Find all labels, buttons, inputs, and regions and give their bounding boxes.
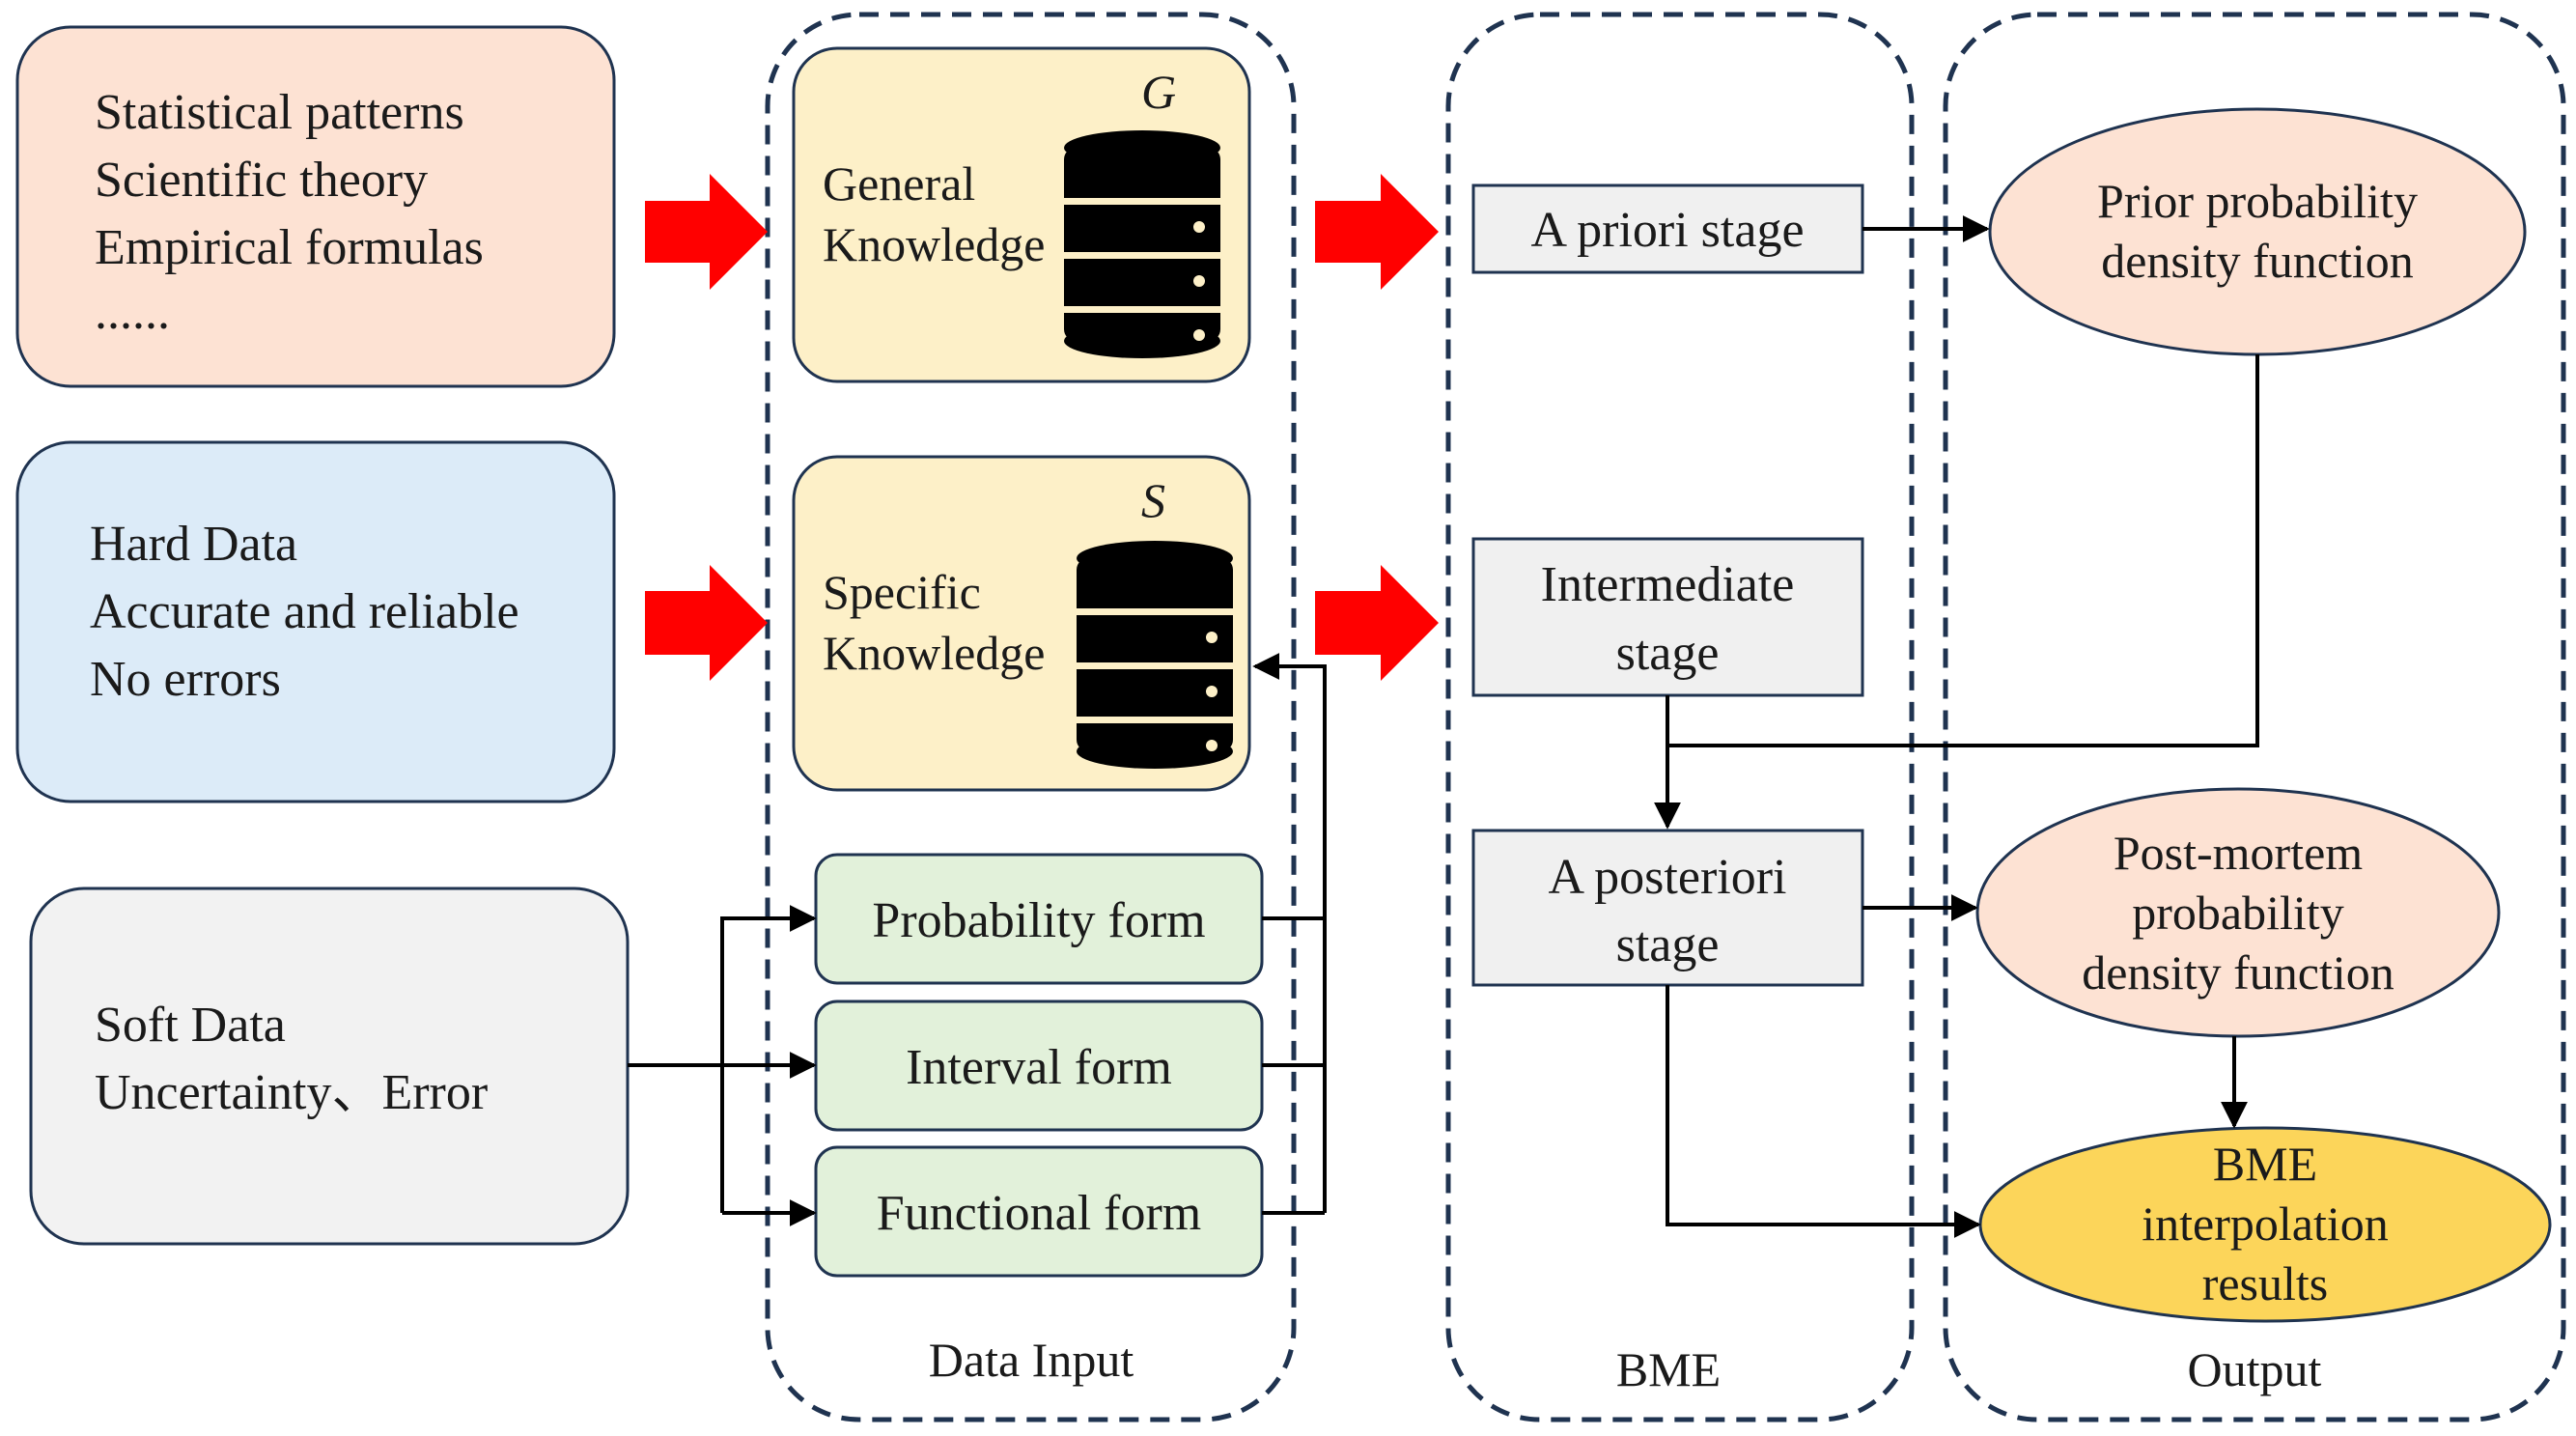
specific-knowledge-label: Knowledge xyxy=(823,626,1046,680)
connector xyxy=(720,905,817,1213)
general-source-line: Scientific theory xyxy=(95,153,428,208)
soft-data-box: Soft Data Uncertainty、Error xyxy=(29,887,630,1246)
block-arrow xyxy=(1315,565,1439,681)
prior-pdf-ellipse: Prior probability density function xyxy=(1988,107,2527,356)
bme-result-label: BME xyxy=(2213,1137,2317,1191)
connector xyxy=(1666,985,1981,1238)
general-source-line: Statistical patterns xyxy=(95,85,464,140)
probability-form-label: Probability form xyxy=(872,893,1205,948)
output-label: Output xyxy=(2188,1342,2322,1396)
prior-pdf-label: density function xyxy=(2101,234,2414,288)
specific-knowledge-box: Specific Knowledge S xyxy=(792,455,1251,792)
soft-data-line: Soft Data xyxy=(95,998,286,1053)
bme-result-ellipse: BME interpolation results xyxy=(1978,1126,2552,1323)
block-arrow xyxy=(645,565,768,681)
hard-data-line: Accurate and reliable xyxy=(90,584,519,639)
specific-knowledge-label: Specific xyxy=(823,565,981,619)
data-input-frame xyxy=(765,12,1297,1422)
functional-form-label: Functional form xyxy=(877,1186,1202,1241)
a-priori-stage-label: A priori stage xyxy=(1530,203,1804,258)
prior-pdf-label: Prior probability xyxy=(2097,174,2418,228)
general-knowledge-box: General Knowledge G xyxy=(792,46,1251,383)
hard-data-box: Hard Data Accurate and reliable No error… xyxy=(15,440,616,803)
specific-knowledge-symbol: S xyxy=(1141,473,1165,527)
interval-form-box: Interval form xyxy=(814,1000,1264,1132)
functional-form-box: Functional form xyxy=(814,1145,1264,1278)
a-posteriori-stage-box: A posteriori stage xyxy=(1471,829,1864,987)
connectors xyxy=(628,215,2259,1238)
block-arrow xyxy=(1315,174,1439,290)
a-posteriori-stage-label: A posteriori xyxy=(1549,850,1787,905)
intermediate-stage-label: Intermediate xyxy=(1541,557,1795,612)
posterior-pdf-label: density function xyxy=(2082,945,2394,1000)
soft-data-line: Uncertainty、Error xyxy=(95,1065,488,1120)
general-source-box: Statistical patterns Scientific theory E… xyxy=(15,25,616,388)
general-knowledge-symbol: G xyxy=(1141,65,1176,119)
posterior-pdf-label: probability xyxy=(2132,886,2343,940)
hard-data-line: Hard Data xyxy=(90,517,297,572)
bme-result-label: interpolation xyxy=(2142,1197,2389,1251)
posterior-pdf-label: Post-mortem xyxy=(2114,826,2363,880)
connector xyxy=(1252,653,1327,1213)
intermediate-stage-label: stage xyxy=(1616,626,1720,681)
general-source-line: Empirical formulas xyxy=(95,220,484,275)
interval-form-label: Interval form xyxy=(906,1040,1172,1095)
output-frame xyxy=(1943,12,2566,1422)
block-arrow xyxy=(645,174,768,290)
bme-label: BME xyxy=(1616,1342,1721,1396)
general-knowledge-label: General xyxy=(823,156,975,211)
general-source-line: ...... xyxy=(95,285,170,340)
database-icon xyxy=(1077,541,1233,769)
bme-frame xyxy=(1445,12,1915,1422)
general-knowledge-label: Knowledge xyxy=(823,217,1046,271)
intermediate-stage-box: Intermediate stage xyxy=(1471,537,1864,697)
posterior-pdf-ellipse: Post-mortem probability density function xyxy=(1975,787,2501,1038)
hard-data-line: No errors xyxy=(90,652,281,707)
data-input-label: Data Input xyxy=(929,1333,1134,1387)
probability-form-box: Probability form xyxy=(814,853,1264,985)
database-icon xyxy=(1064,130,1220,358)
a-posteriori-stage-label: stage xyxy=(1616,917,1720,972)
connector xyxy=(1667,354,2259,747)
bme-result-label: results xyxy=(2202,1256,2329,1310)
a-priori-stage-box: A priori stage xyxy=(1471,183,1864,274)
